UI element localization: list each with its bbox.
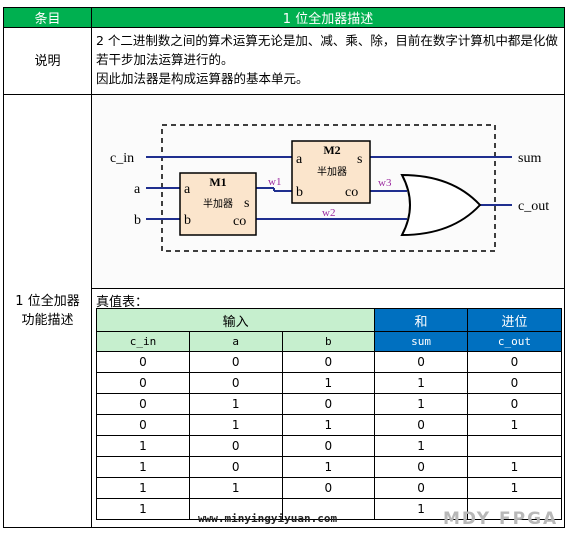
truth-cell: 0 <box>96 372 190 394</box>
wire-label: w3 <box>378 177 392 189</box>
truth-cell: 0 <box>466 372 563 394</box>
truth-cell: 0 <box>188 351 283 373</box>
row-divider <box>4 94 564 95</box>
m2-name: M2 <box>323 143 340 157</box>
input-label: a <box>134 182 141 197</box>
m1-half-adder <box>179 172 257 236</box>
truth-cell: 0 <box>281 351 376 373</box>
truth-cell: 1 <box>374 498 468 520</box>
explanation-line: 因此加法器是构成运算器的基本单元。 <box>96 71 309 86</box>
m2-port: co <box>345 185 358 200</box>
wires <box>146 156 512 220</box>
row-label-explanation: 说明 <box>34 53 61 69</box>
output-label: sum <box>518 151 541 166</box>
row-label-line: 1 位全加器 <box>15 294 80 309</box>
m1-name: M1 <box>209 175 226 189</box>
truth-cell: 0 <box>188 456 283 478</box>
m1-port: a <box>184 182 191 197</box>
row-label-function: 1 位全加器 功能描述 <box>4 95 91 527</box>
truth-cell: 0 <box>96 393 190 415</box>
truth-column-header: c_in <box>96 331 190 352</box>
truth-cell: 0 <box>374 351 468 373</box>
truth-column-header: c_out <box>466 331 563 352</box>
truth-cell: 0 <box>188 372 283 394</box>
truth-cell: 1 <box>466 456 563 478</box>
truth-cell: 0 <box>466 351 563 373</box>
m1-port: s <box>244 196 249 211</box>
wire-label: w1 <box>268 176 281 188</box>
truth-header-sum: 和 <box>374 308 468 332</box>
input-label: c_in <box>110 151 134 166</box>
truth-cell: 1 <box>374 393 468 415</box>
truth-cell <box>466 498 563 520</box>
output-label: c_out <box>518 199 549 214</box>
header-description: 1 位全加器描述 <box>92 8 564 27</box>
truth-cell: 1 <box>188 477 283 499</box>
truth-cell: 1 <box>96 456 190 478</box>
input-label: b <box>134 213 141 228</box>
m2-port: a <box>296 152 303 167</box>
truth-cell: 1 <box>281 372 376 394</box>
truth-cell: 0 <box>281 435 376 457</box>
truth-cell: 1 <box>188 414 283 436</box>
truth-cell: 0 <box>374 477 468 499</box>
truth-cell: 1 <box>96 477 190 499</box>
explanation-text: 2 个二进制数之间的算术运算无论是加、减、乘、除，目前在数字计算机中都是化做若干… <box>92 29 564 93</box>
truth-column-header: a <box>188 331 283 352</box>
truth-cell: 0 <box>281 393 376 415</box>
truth-cell: 1 <box>374 435 468 457</box>
truth-cell: 0 <box>188 435 283 457</box>
truth-header-carry: 进位 <box>466 308 563 332</box>
truth-cell: 0 <box>374 414 468 436</box>
m2-sub: 半加器 <box>317 165 347 178</box>
brand-watermark: MDY FPGA <box>443 509 559 529</box>
truth-cell: 0 <box>281 477 376 499</box>
site-watermark: www.minyingyiyuan.com <box>198 512 338 525</box>
truth-cell: 1 <box>466 477 563 499</box>
description-table: 条目 1 位全加器描述 说明 2 个二进制数之间的算术运算无论是加、减、乘、除，… <box>3 7 565 528</box>
m2-port: s <box>357 152 362 167</box>
header-item: 条目 <box>4 8 91 27</box>
row-label-line: 功能描述 <box>21 313 74 328</box>
truth-header-input: 输入 <box>95 308 376 332</box>
truth-cell: 1 <box>96 435 190 457</box>
truth-cell: 1 <box>466 414 563 436</box>
truth-cell <box>466 435 563 457</box>
truth-cell: 0 <box>96 414 190 436</box>
truth-cell: 0 <box>374 456 468 478</box>
row-divider <box>4 27 564 28</box>
row-divider <box>92 288 564 289</box>
m1-sub: 半加器 <box>203 197 233 210</box>
wire-label: w2 <box>322 207 335 219</box>
truth-cell: 1 <box>281 456 376 478</box>
truth-cell: 0 <box>96 351 190 373</box>
m2-port: b <box>296 185 303 200</box>
truth-column-header: b <box>281 331 376 352</box>
column-divider <box>91 8 92 527</box>
truth-cell: 0 <box>466 393 563 415</box>
truth-cell: 1 <box>374 372 468 394</box>
full-adder-diagram: M1 半加器 a b s co M2 半加器 a b s co w1 w2 w3… <box>92 95 564 288</box>
or-gate <box>400 173 482 237</box>
m1-port: b <box>184 213 191 228</box>
m2-half-adder <box>291 140 371 204</box>
truth-cell: 1 <box>188 393 283 415</box>
truth-table-label: 真值表： <box>96 295 149 310</box>
truth-cell: 1 <box>96 498 190 520</box>
truth-column-header: sum <box>374 331 468 352</box>
m1-port: co <box>233 214 246 229</box>
explanation-line: 2 个二进制数之间的算术运算无论是加、减、乘、除，目前在数字计算机中都是化做若干… <box>96 33 558 67</box>
truth-cell: 1 <box>281 414 376 436</box>
